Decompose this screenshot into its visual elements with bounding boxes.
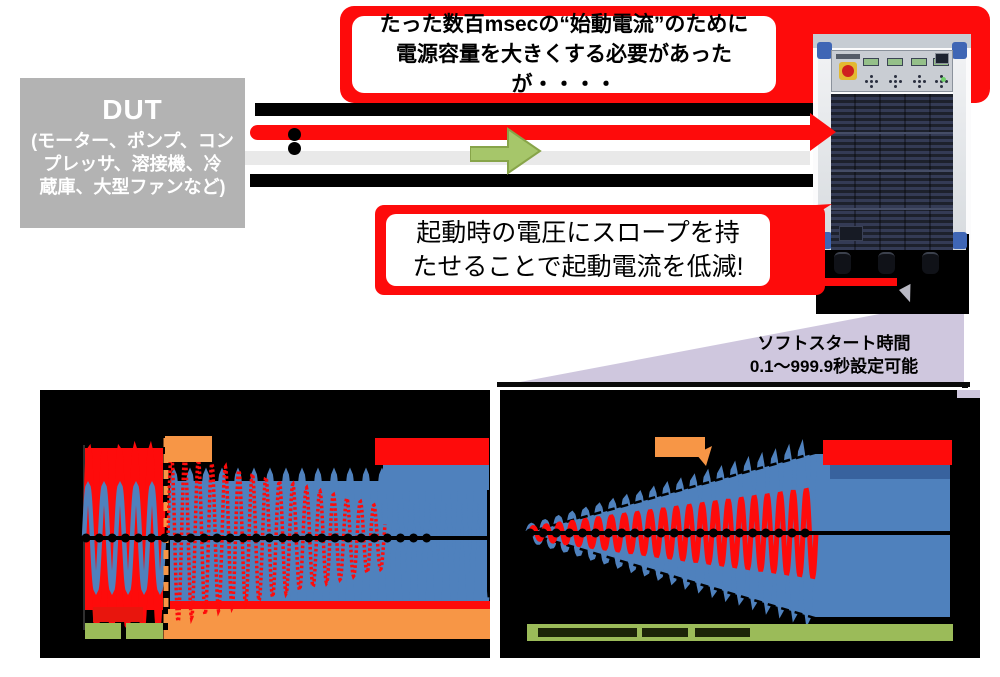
rail-corner-cap: [952, 232, 967, 249]
cabinet-seam: [831, 170, 953, 172]
flow-arrow-icon: [470, 127, 542, 175]
legend-current-block: [823, 440, 952, 465]
device-logo: [836, 54, 860, 59]
soft-start-label-line-2: 0.1〜999.9秒設定可能: [749, 357, 919, 376]
dut-subtitle-line: 蔵庫、大型ファンなど): [39, 177, 226, 197]
envelope-dashed-line-bottom: [525, 531, 819, 621]
callout-line-2: たせることで起動電流を低減!: [412, 253, 744, 281]
power-supply-device: [812, 28, 974, 314]
caster-wheel: [878, 252, 895, 274]
orange-label-block: [655, 437, 705, 457]
soft-start-callout-text: 起動時の電圧にスロープを持 たせることで起動電流を低減!: [386, 214, 770, 286]
connector-dot: [288, 142, 301, 155]
device-cabinet-grille: [831, 94, 953, 250]
bubble-line-1: たった数百msecの“始動電流”のために: [379, 12, 749, 36]
dut-title: DUT: [102, 94, 163, 125]
green-band-text-block: [695, 628, 750, 637]
bottom-red-label-block: [93, 607, 143, 622]
orange-label-block: [165, 436, 212, 462]
rail-corner-cap: [817, 42, 832, 59]
panel-display-badge: [935, 53, 949, 64]
envelope-dashed-line-top: [525, 450, 819, 535]
arrow-keypad[interactable]: [894, 80, 897, 83]
dut-subtitle-line: プレッサ、溶接機、冷: [43, 154, 222, 174]
arrow-keypad[interactable]: [918, 80, 921, 83]
bottom-green-label-block: [85, 623, 121, 639]
power-led: [941, 77, 946, 82]
dut-subtitle-line: (モーター、ポンプ、コン: [31, 131, 234, 151]
bubble-line-2: 電源容量を大きくする必要があったが・・・・: [396, 42, 732, 96]
device-rack-rail-right: [953, 44, 966, 250]
dut-subtitle: (モーター、ポンプ、コン プレッサ、溶接機、冷 蔵庫、大型ファンなど): [20, 130, 245, 199]
arrow-keypad[interactable]: [870, 80, 873, 83]
rail-corner-cap: [952, 42, 967, 59]
wire-black-bottom: [250, 174, 815, 187]
caster-wheel: [922, 252, 939, 274]
voltage-band-block: [812, 454, 950, 617]
top-speech-bubble-text: たった数百msecの“始動電流”のために 電源容量を大きくする必要があったが・・…: [352, 13, 776, 96]
emergency-stop-button[interactable]: [839, 62, 857, 80]
legend-voltage-block: [383, 465, 489, 490]
wire-red: [250, 125, 818, 140]
breaker-switch[interactable]: [839, 226, 863, 241]
soft-start-ramp-shape: [497, 298, 970, 388]
seven-segment-display: [911, 58, 927, 66]
green-band-text-block: [538, 628, 637, 637]
callout-line-1: 起動時の電圧にスロープを持: [416, 219, 740, 247]
green-band-text-block: [642, 628, 688, 637]
current-bottom-stripe: [170, 601, 490, 609]
bottom-green-label-block: [126, 623, 163, 639]
cabinet-seam: [831, 208, 953, 210]
connector-dot: [288, 128, 301, 141]
legend-voltage-block: [830, 465, 950, 479]
seven-segment-display: [863, 58, 879, 66]
soft-start-label: ソフトスタート時間 0.1〜999.9秒設定可能: [700, 332, 968, 378]
callout-red-strip: [800, 278, 897, 286]
caster-wheel: [834, 252, 851, 274]
device-front-panel: [831, 50, 953, 92]
chart-soft-start: [500, 390, 980, 658]
legend-current-block: [375, 438, 489, 465]
wire-black-top: [255, 103, 815, 116]
ramp-overlap-strip: [957, 390, 980, 398]
bottom-orange-band: [168, 609, 490, 639]
dut-box: DUT (モーター、ポンプ、コン プレッサ、溶接機、冷 蔵庫、大型ファンなど): [20, 78, 245, 228]
red-wire-arrowhead: [810, 113, 836, 151]
soft-start-callout: 起動時の電圧にスロープを持 たせることで起動電流を低減!: [375, 205, 825, 295]
device-top-frame: [813, 34, 971, 48]
orange-label-arrow: [696, 446, 712, 466]
seven-segment-display: [887, 58, 903, 66]
cabinet-seam: [831, 132, 953, 134]
chart-inrush-current: [40, 390, 490, 658]
soft-start-label-line-1: ソフトスタート時間: [757, 334, 911, 353]
